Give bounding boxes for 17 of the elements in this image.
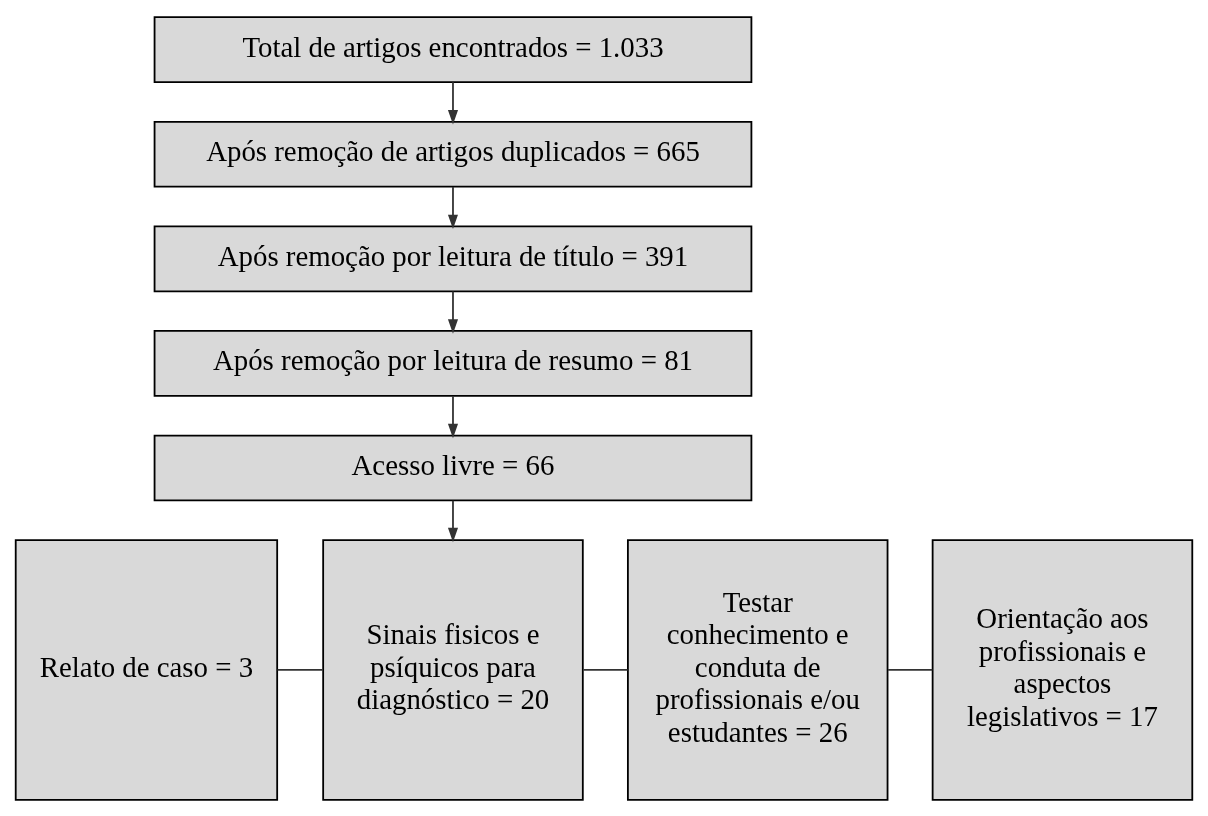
node-box: Após remoção de artigos duplicados = 665: [153, 120, 753, 188]
connector: [276, 668, 324, 671]
connector: [582, 668, 629, 671]
node-box: Testar conhecimento e conduta de profissionais e/ou estudantes = 26: [627, 538, 889, 801]
connector: [887, 668, 934, 671]
node-box: Relato de caso = 3: [14, 538, 279, 801]
node-box: Após remoção por leitura de resumo = 81: [153, 329, 753, 397]
node-box: Orientação aos profissionais e aspectos legislativos = 17: [931, 538, 1194, 801]
arrow: [447, 185, 459, 229]
node-box: Sinais fisicos e psíquicos para diagnóstico = 20: [322, 538, 584, 801]
arrow: [447, 290, 459, 334]
node-box: Acesso livre = 66: [153, 434, 753, 501]
arrow: [447, 499, 459, 542]
arrow: [447, 394, 459, 438]
arrow: [447, 80, 459, 125]
node-box: Total de artigos encontrados = 1.033: [153, 15, 753, 83]
node-box: Após remoção por leitura de título = 391: [153, 225, 753, 292]
